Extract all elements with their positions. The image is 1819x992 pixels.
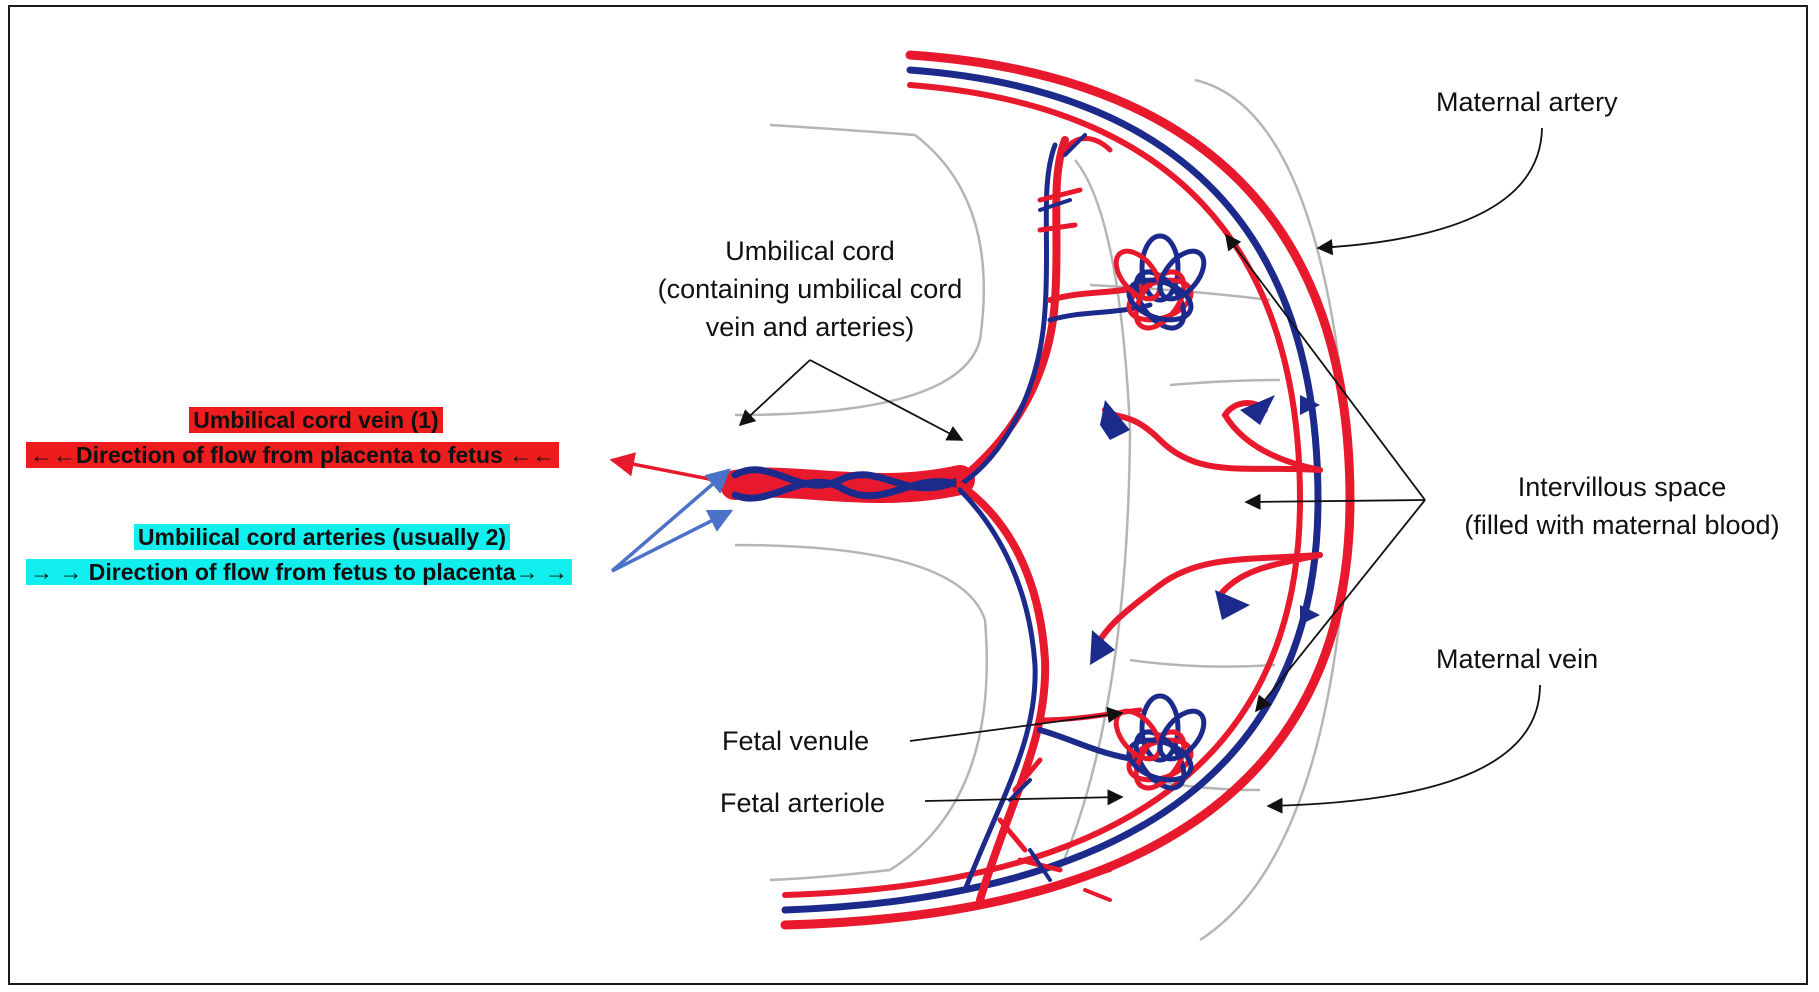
fetal-venule-label: Fetal venule (722, 722, 869, 760)
intervillous-line2: (filled with maternal blood) (1432, 506, 1812, 544)
intervillous-line1: Intervillous space (1432, 468, 1812, 506)
artery-box-flow-line: → → Direction of flow from fetus to plac… (26, 556, 572, 589)
artery-box-flow: → → Direction of flow from fetus to plac… (26, 559, 572, 585)
vein-box-title-line: Umbilical cord vein (1) (26, 404, 606, 437)
leader-arrows (740, 128, 1542, 806)
artery-box-title: Umbilical cord arteries (usually 2) (134, 524, 510, 550)
umbilical-cord (735, 470, 960, 498)
vein-flow-arrow (612, 460, 740, 485)
vein-box-flow-line: ←←Direction of flow from placenta to fet… (26, 439, 559, 472)
intervillous-arrow-1 (1226, 235, 1425, 500)
fetal-arteriole-label: Fetal arteriole (720, 784, 885, 822)
fetal-venule-arrow (910, 713, 1122, 741)
artery-box-title-line: Umbilical cord arteries (usually 2) (26, 521, 618, 554)
maternal-vein-label: Maternal vein (1436, 640, 1598, 678)
maternal-artery-arrow (1318, 128, 1542, 248)
umbilical-cord-line2: (containing umbilical cord (620, 270, 1000, 308)
maternal-artery-label: Maternal artery (1436, 83, 1618, 121)
intervillous-arrow-2 (1246, 500, 1425, 502)
maternal-vein-arrow (1268, 685, 1540, 806)
fetal-arteriole-arrow (925, 797, 1122, 801)
villus-upper (1108, 236, 1213, 336)
intervillous-space-label: Intervillous space (filled with maternal… (1432, 468, 1812, 544)
vein-box-title: Umbilical cord vein (1) (189, 407, 442, 433)
flow-arrows (612, 460, 740, 571)
vein-box-flow: ←←Direction of flow from placenta to fet… (26, 442, 559, 468)
umbilical-cord-label: Umbilical cord (containing umbilical cor… (620, 232, 1000, 346)
intervillous-arrow-3 (1256, 500, 1425, 711)
umbilical-cord-arrow-right (810, 360, 962, 440)
villus-lower (1108, 696, 1213, 796)
umbilical-cord-title: Umbilical cord (620, 232, 1000, 270)
umbilical-cord-line3: vein and arteries) (620, 308, 1000, 346)
